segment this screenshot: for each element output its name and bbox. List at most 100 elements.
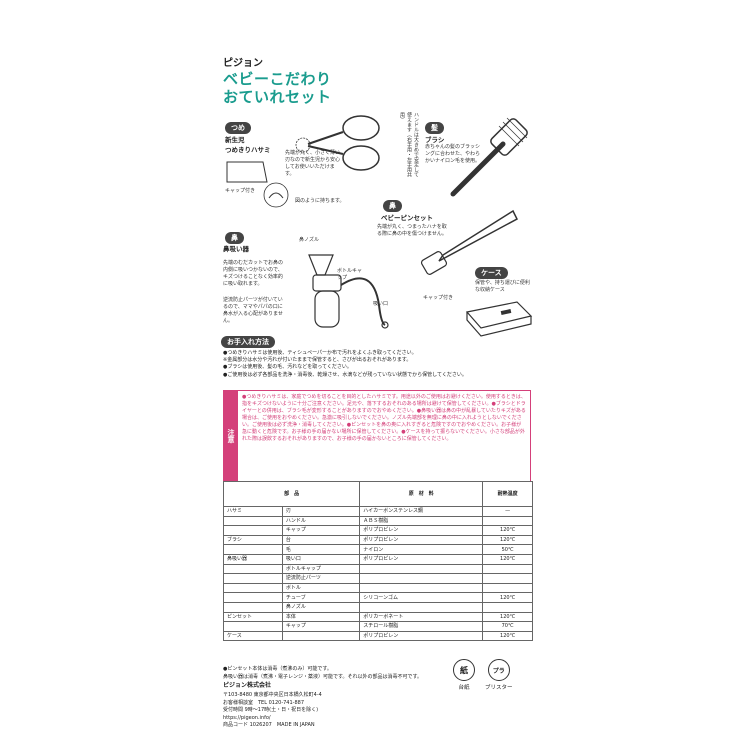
table-cell-temp: 120℃ [482, 534, 533, 546]
table-cell-group [223, 592, 283, 603]
care-title: お手入れ方法 [221, 336, 275, 348]
care-line: ●ブラシは使用後、髪の毛、汚れなどを取ってください。 [223, 364, 352, 371]
header-temp: 耐熱温度 [482, 481, 533, 507]
table-cell-temp: 120℃ [482, 525, 533, 536]
table-cell-material: ポリカーボネート [359, 611, 484, 623]
scissors-illustration [295, 115, 380, 171]
hand-holding-icon [263, 182, 289, 208]
table-row: ボトルキャップ [223, 563, 533, 575]
tweezers-name: ベビーピンセット [381, 214, 433, 222]
product-title: ベビーこだわり おていれセット [223, 70, 332, 106]
case-illustration [465, 301, 533, 337]
case-tag: ケース [475, 267, 508, 279]
table-cell-material [359, 582, 484, 594]
table-cell-material: ポリプロピレン [359, 553, 484, 565]
table-cell-material: ＡＢＳ樹脂 [359, 515, 484, 527]
table-cell-group: ピンセット [223, 611, 283, 623]
materials-note-2: 鼻吸い器は消毒（煮沸・電子レンジ・薬液）可能です。それ以外の部品は消毒不可です。 [223, 673, 423, 680]
aspirator-name: 鼻吸い器 [223, 245, 249, 253]
table-row: ボトル [223, 582, 533, 594]
table-cell-temp: 50℃ [482, 544, 533, 555]
table-cell-group: ケース [223, 630, 283, 642]
company-tel: お客様相談室 TEL 0120-741-887 [223, 699, 305, 706]
table-cell-part: 毛 [281, 544, 361, 555]
table-cell-group [223, 563, 283, 575]
table-row: 逆流防止パーツ [223, 573, 533, 584]
table-cell-part: ボトル [281, 582, 361, 594]
aspirator-bottle-cap-label: ボトルキャップ [337, 268, 363, 281]
recycle-label: 台紙 [458, 685, 470, 691]
scissors-name: 新生児 つめきりハサミ [225, 134, 271, 154]
brand-logo: ピジョン [223, 58, 263, 69]
table-cell-material: ポリプロピレン [359, 525, 484, 536]
table-cell-temp: 70℃ [482, 621, 533, 632]
scissors-cap-illustration [226, 161, 268, 183]
tweezers-cap-label: キャップ付き [423, 295, 454, 301]
product-code: 商品コード 1026207 MADE IN JAPAN [223, 722, 315, 728]
company-hours: 受付時間 9時～17時(土・日・祝日を除く) [223, 707, 319, 713]
table-cell-material: ポリプロピレン [359, 630, 484, 642]
scissors-name-2: つめきりハサミ [225, 146, 271, 154]
table-cell-group [223, 573, 283, 584]
table-cell-material [359, 601, 484, 613]
table-cell-part: チューブ [281, 592, 361, 603]
company-address: 〒103-8480 東京都中央区日本橋久松町4-4 [223, 692, 322, 698]
brush-tag: 髪 [425, 122, 444, 134]
table-cell-group: ハサミ [223, 506, 283, 517]
table-cell-temp [482, 601, 533, 613]
table-cell-part [281, 630, 361, 642]
caution-box: 注意 ●つめきりハサミは、家庭でつめを切ることを目的としたハサミです。用途以外の… [223, 390, 531, 482]
table-cell-material: シリコーンゴム [359, 592, 484, 603]
table-cell-part: 吸い口 [281, 553, 361, 565]
table-cell-group: 鼻吸い器 [223, 553, 283, 565]
package-back: ピジョン ベビーこだわり おていれセット つめ 新生児 つめきりハサミ 先端が丸… [213, 40, 537, 728]
table-cell-group [223, 544, 283, 555]
tweezers-tag: 鼻 [383, 200, 402, 212]
table-cell-material: スチロール樹脂 [359, 621, 484, 632]
care-line: ※金属部分は水分や汚れが付いたままで保管すると、さびが出るおそれがあります。 [223, 357, 412, 364]
case-desc: 保管や、持ち運びに便利な収納ケース [475, 280, 530, 293]
table-cell-temp: 120℃ [482, 611, 533, 623]
table-cell-temp [482, 563, 533, 575]
care-list: ●つめきりハサミは使用後、ティシュペーパーか布で汚れをよくふき取ってください。 … [223, 350, 533, 379]
table-cell-temp: 120℃ [482, 553, 533, 565]
plastic-recycle-icon: プラ [487, 659, 510, 681]
table-cell-group: ブラシ [223, 534, 283, 546]
care-line: ●つめきりハサミは使用後、ティシュペーパーか布で汚れをよくふき取ってください。 [223, 350, 417, 356]
paper-recycle-icon: 紙 [453, 659, 475, 681]
caution-label: 注意 [224, 391, 238, 481]
scissors-hold-note: 図のように持ちます。 [295, 198, 345, 204]
table-header-row: 部 品 原 材 料 耐熱温度 [222, 481, 533, 507]
aspirator-desc-1: 先端のむだカットでお鼻の内側に吸いつかないので、キズつけることなく効率的に吸い取… [223, 260, 284, 287]
table-cell-material: ハイカーボンステンレス鋼 [359, 506, 484, 517]
aspirator-illustration [308, 254, 389, 329]
scissors-name-1: 新生児 [225, 136, 245, 144]
caution-text: ●つめきりハサミは、家庭でつめを切ることを目的としたハサミです。用途以外のご使用… [242, 394, 526, 442]
table-cell-part: キャップ [281, 525, 361, 536]
table-cell-part: 鼻ノズル [281, 601, 361, 613]
table-cell-material [359, 573, 484, 584]
table-row: ハサミ刃ハイカーボンステンレス鋼— [223, 506, 533, 517]
aspirator-mouth-label: 吸い口 [373, 301, 389, 307]
header-material: 原 材 料 [359, 481, 484, 507]
brush-desc: 赤ちゃんの髪のブラッシングに合わせた、やわらかいナイロン毛を使用。 [425, 144, 481, 164]
scissors-vertical-note: ハンドルは大きめで安定して使えます（右手用・左手用共用） [399, 112, 419, 177]
table-cell-part: キャップ [281, 621, 361, 632]
aspirator-tag: 鼻 [225, 232, 244, 244]
company-url[interactable]: https://pigeon.info/ [223, 714, 271, 721]
table-cell-group [223, 601, 283, 613]
table-cell-part: 本体 [281, 611, 361, 623]
table-cell-material: ポリプロピレン [359, 534, 484, 546]
tweezers-desc: 先端が丸く、つまったハナを取る際に鼻の中を傷つけません。 [377, 224, 447, 237]
materials-note-1: ●ピンセット本体は消毒（煮沸のみ）可能です。 [223, 666, 332, 672]
table-cell-temp [482, 515, 533, 527]
